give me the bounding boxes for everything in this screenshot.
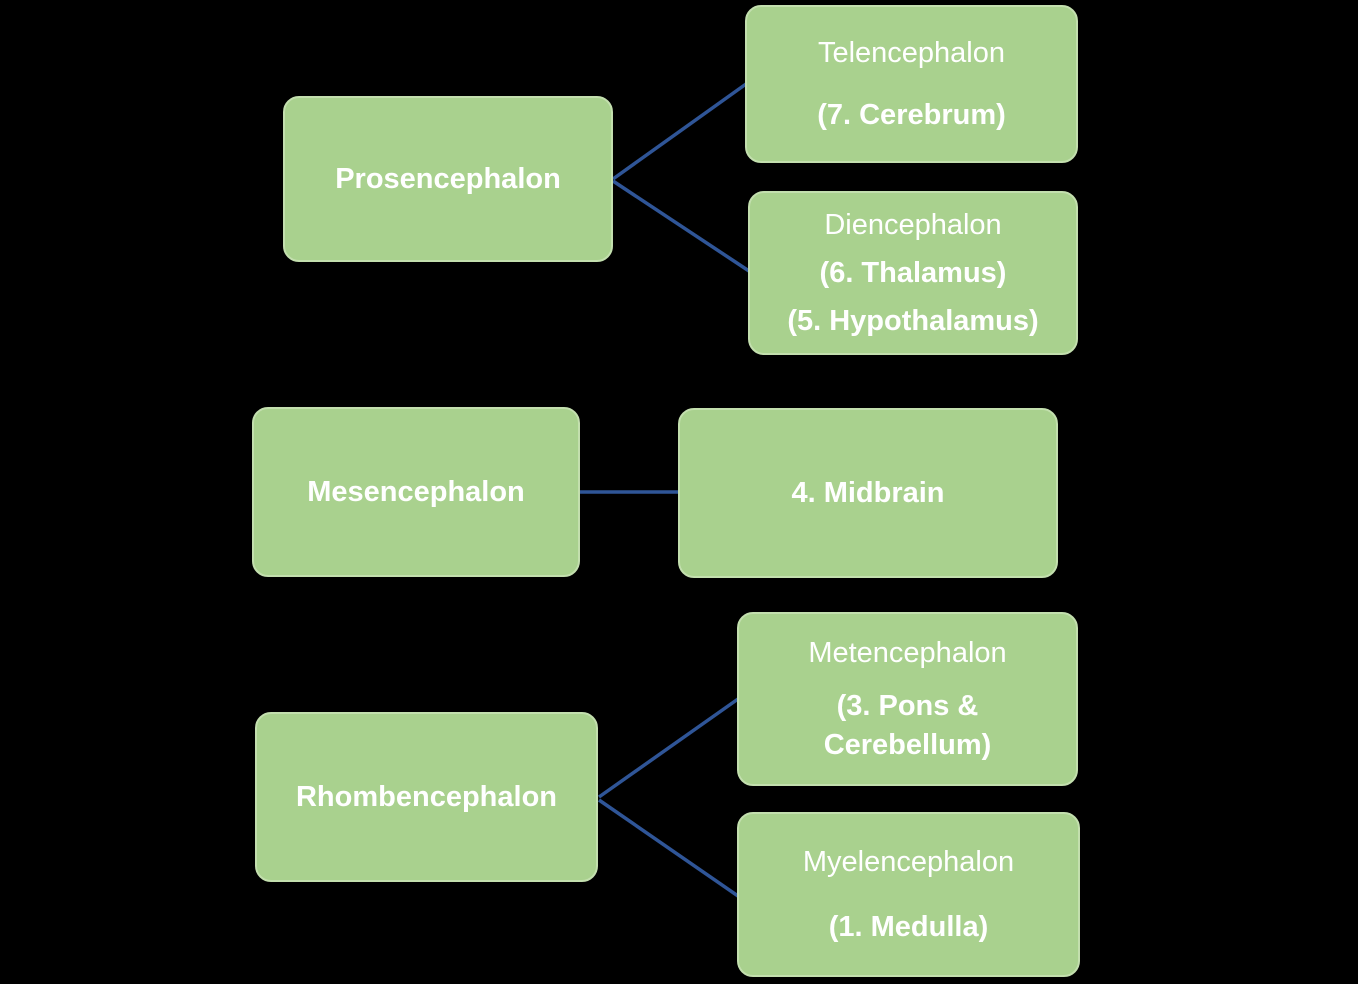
node-diencephalon-detail-hypothalamus: (5. Hypothalamus): [787, 305, 1039, 337]
connector-rhombencephalon-metencephalon: [597, 697, 740, 799]
connector-rhombencephalon-myelencephalon: [598, 798, 739, 898]
node-rhombencephalon: Rhombencephalon: [255, 712, 598, 882]
node-metencephalon-detail-line1: (3. Pons &: [836, 690, 979, 723]
node-metencephalon-detail-line2: Cerebellum): [823, 729, 992, 762]
node-mesencephalon-label: Mesencephalon: [307, 476, 525, 508]
node-metencephalon-name: Metencephalon: [808, 636, 1007, 669]
node-myelencephalon-name: Myelencephalon: [802, 846, 1015, 879]
node-metencephalon-detail: (3. Pons & Cerebellum): [824, 687, 992, 765]
node-telencephalon-name: Telencephalon: [817, 37, 1006, 69]
node-diencephalon-detail-thalamus: (6. Thalamus): [819, 257, 1007, 289]
node-prosencephalon-label: Prosencephalon: [335, 163, 561, 195]
node-telencephalon: Telencephalon (7. Cerebrum): [745, 5, 1078, 163]
node-mesencephalon: Mesencephalon: [252, 407, 580, 577]
node-telencephalon-detail: (7. Cerebrum): [817, 99, 1006, 131]
connector-prosencephalon-telencephalon: [611, 82, 748, 181]
node-myelencephalon-detail: (1. Medulla): [828, 910, 989, 943]
node-diencephalon: Diencephalon (6. Thalamus) (5. Hypothala…: [748, 191, 1078, 355]
node-myelencephalon: Myelencephalon (1. Medulla): [737, 812, 1080, 977]
connector-prosencephalon-diencephalon: [612, 179, 750, 273]
node-midbrain-label: 4. Midbrain: [791, 477, 945, 509]
node-rhombencephalon-label: Rhombencephalon: [295, 781, 557, 813]
node-midbrain: 4. Midbrain: [678, 408, 1058, 578]
node-prosencephalon: Prosencephalon: [283, 96, 613, 262]
node-metencephalon: Metencephalon (3. Pons & Cerebellum): [737, 612, 1078, 786]
node-diencephalon-name: Diencephalon: [824, 209, 1002, 241]
